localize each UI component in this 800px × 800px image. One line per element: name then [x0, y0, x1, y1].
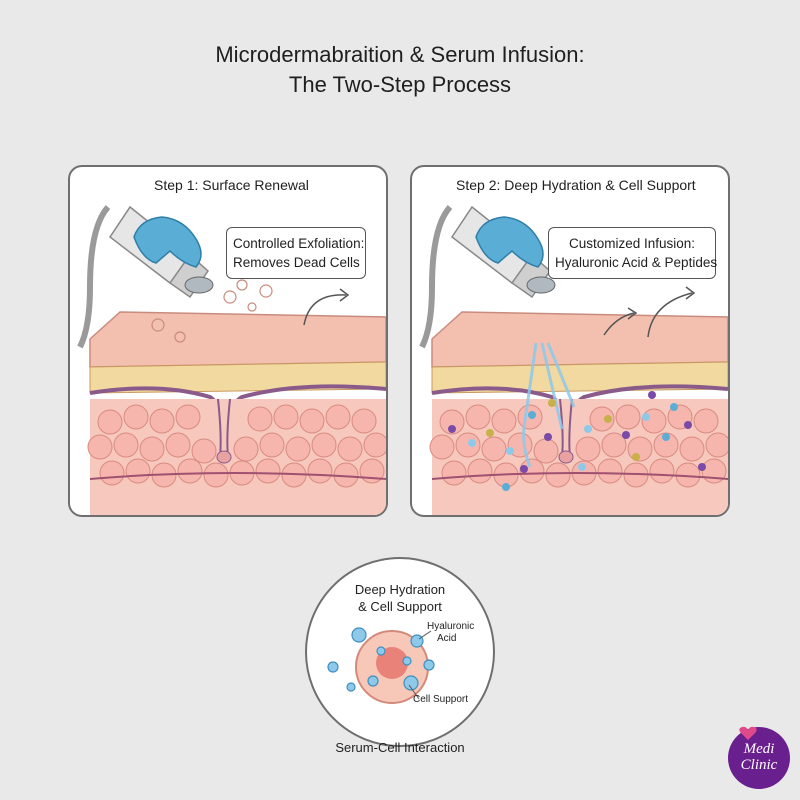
label-cell-support: Cell Support — [413, 694, 469, 705]
heart-icon — [739, 726, 757, 740]
logo-line2: Clinic — [740, 757, 778, 773]
step1-heading: Step 1: Surface Renewal — [154, 177, 309, 193]
title-line-1: Microdermabraition & Serum Infusion: — [215, 42, 585, 67]
step1-callout: Controlled Exfoliation: Removes Dead Cel… — [226, 227, 366, 279]
logo-line1: Medi — [743, 741, 775, 757]
step2-callout: Customized Infusion: Hyaluronic Acid & P… — [548, 227, 718, 279]
glove-icon — [475, 216, 544, 268]
detail-title-line2: & Cell Support — [358, 599, 442, 614]
detail-title-line1: Deep Hydration — [354, 582, 446, 597]
medi-clinic-logo: Medi Clinic — [728, 726, 790, 789]
step2-callout-line2: Hyaluronic Acid & Peptides — [555, 255, 718, 270]
glove-icon — [133, 216, 202, 268]
step2-heading: Step 2: Deep Hydration & Cell Support — [456, 177, 696, 193]
step1-callout-line2: Removes Dead Cells — [233, 255, 360, 270]
skin-surface — [89, 311, 386, 368]
label-ha-line1: Hyaluronic — [427, 621, 475, 632]
title-line-2: The Two-Step Process — [288, 72, 512, 97]
label-ha-line2: Acid — [437, 633, 457, 644]
hyaluronic-molecules — [327, 627, 435, 692]
serum-cell-detail: Deep Hydration & Cell Support Hyaluronic… — [305, 557, 495, 747]
step2-panel: Step 2: Deep Hydration & Cell Support Cu… — [410, 165, 730, 517]
serum-stream — [522, 342, 576, 468]
step1-skin-illustration — [77, 204, 386, 515]
serum-molecules — [448, 391, 706, 491]
page-title: Microdermabraition & Serum Infusion: The… — [0, 40, 800, 100]
step2-skin-illustration — [419, 204, 728, 515]
label-hyaluronic-acid: Hyaluronic Acid — [427, 621, 474, 645]
step2-callout-line1: Customized Infusion: — [568, 236, 696, 251]
detail-caption: Serum-Cell Interaction — [335, 740, 465, 755]
step1-callout-line1: Controlled Exfoliation: — [233, 236, 365, 251]
detail-title: Deep Hydration & Cell Support — [307, 581, 493, 615]
cell-illustration — [327, 627, 435, 704]
step1-panel: Step 1: Surface Renewal Controlled Exfol… — [68, 165, 388, 517]
